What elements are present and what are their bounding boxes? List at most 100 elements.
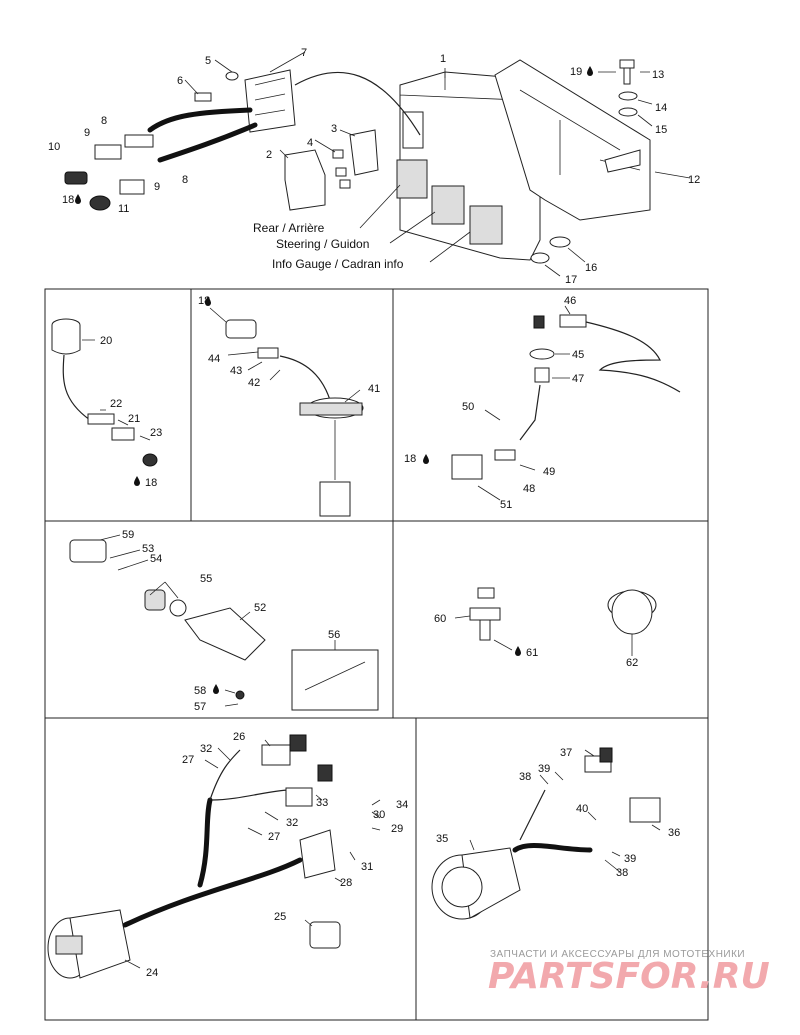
- part-label: 22: [110, 398, 122, 410]
- part-label: 37: [560, 747, 572, 759]
- part-label: 47: [572, 373, 584, 385]
- part-label: 60: [434, 613, 446, 625]
- bolt-6: [194, 92, 212, 102]
- part-label: 18: [62, 194, 74, 206]
- part-label: 26: [233, 731, 245, 743]
- part-label: 20: [100, 335, 112, 347]
- part-label: 10: [48, 141, 60, 153]
- drop-icon: [587, 66, 593, 76]
- panel-grid: [44, 288, 709, 1021]
- fuse-block: [349, 129, 379, 176]
- part-label: 9: [84, 127, 90, 139]
- part-label: 54: [150, 553, 162, 565]
- screw-head-13: [619, 59, 635, 69]
- part-label: 18: [404, 453, 416, 465]
- part-label: 18: [145, 477, 157, 489]
- drop-icon: [75, 194, 81, 204]
- plug-18: [64, 171, 88, 185]
- drop-icon: [134, 476, 140, 486]
- part-label: 1: [440, 53, 446, 65]
- part-label: 36: [668, 827, 680, 839]
- part-label: 27: [182, 754, 194, 766]
- part-label: 29: [391, 823, 403, 835]
- part-label: 19: [570, 66, 582, 78]
- part-label: 15: [655, 124, 667, 136]
- part-label: 40: [576, 803, 588, 815]
- part-label: 55: [200, 573, 212, 585]
- part-label: 24: [146, 967, 158, 979]
- part-label: 43: [230, 365, 242, 377]
- info-gauge-label: Info Gauge / Cadran info: [272, 257, 404, 271]
- part-label: 48: [523, 483, 535, 495]
- main-module-assembly: [64, 51, 691, 277]
- connector-rear: [396, 159, 428, 199]
- part-label: 25: [274, 911, 286, 923]
- panel-switch-52: 59 53 54 55 52 56 58 57: [69, 529, 379, 713]
- part-label: 11: [118, 203, 129, 215]
- panel-sensor-46: 46 45 47 50 18 49 48 51: [404, 295, 681, 511]
- nut-17: [530, 252, 550, 264]
- part-label: 52: [254, 602, 266, 614]
- clip-3: [402, 111, 424, 149]
- part-label: 42: [248, 377, 260, 389]
- cap-11: [89, 195, 111, 211]
- part-label: 21: [128, 413, 140, 425]
- connector-steering: [431, 185, 465, 225]
- watermark-tagline: ЗАПЧАСТИ И АКСЕССУАРЫ ДЛЯ МОТОТЕХНИКИ: [490, 949, 745, 960]
- part-label: 46: [564, 295, 576, 307]
- part-label: 35: [436, 833, 448, 845]
- part-label: 39: [624, 853, 636, 865]
- part-label: 45: [572, 349, 584, 361]
- part-label: 38: [616, 867, 628, 879]
- part-label: 39: [538, 763, 550, 775]
- part-label: 27: [268, 831, 280, 843]
- top-labels: 1 2 3 4 5 6 7 8 8 9 9 10 11 12 13 14 15 …: [48, 47, 700, 286]
- part-label: 30: [373, 809, 385, 821]
- part-label: 53: [142, 543, 154, 555]
- washer-15: [618, 107, 638, 117]
- part-label: 17: [565, 274, 577, 286]
- bracket: [494, 59, 651, 221]
- panel-gauge-35: 37 38 39 40 36 35 39 38: [431, 747, 680, 920]
- part-label: 49: [543, 466, 555, 478]
- panel-info-gauge-24: 26 32 27 33 34 30 29 32 27 31 28 25 24: [47, 731, 408, 979]
- part-label: 8: [182, 174, 188, 186]
- part-label: 5: [205, 55, 211, 67]
- part-label: 7: [301, 47, 307, 59]
- part-label: 31: [361, 861, 373, 873]
- part-label: 57: [194, 701, 206, 713]
- part-label: 32: [286, 817, 298, 829]
- watermark-brand: PARTSFOR.RU: [488, 956, 770, 997]
- part-label: 3: [331, 123, 337, 135]
- washer-5: [225, 71, 239, 81]
- part-label: 41: [368, 383, 380, 395]
- washer-14: [618, 91, 638, 101]
- control-unit: [244, 69, 296, 133]
- part-label: 6: [177, 75, 183, 87]
- part-label: 50: [462, 401, 474, 413]
- part-label: 56: [328, 629, 340, 641]
- washer-16: [549, 236, 571, 248]
- steering-label: Steering / Guidon: [276, 237, 369, 251]
- part-label: 9: [154, 181, 160, 193]
- part-label: 14: [655, 102, 667, 114]
- part-label: 58: [194, 685, 206, 697]
- drop-icon: [423, 454, 429, 464]
- part-label: 13: [652, 69, 664, 81]
- part-label: 44: [208, 353, 220, 365]
- part-label: 33: [316, 797, 328, 809]
- drop-icon: [205, 296, 211, 306]
- part-label: 23: [150, 427, 162, 439]
- part-label: 4: [307, 137, 313, 149]
- part-label: 32: [200, 743, 212, 755]
- panel-sensor-60: 60 61 62: [434, 587, 657, 669]
- rear-label: Rear / Arrière: [253, 221, 325, 235]
- part-label: 18: [198, 295, 210, 307]
- part-label: 28: [340, 877, 352, 889]
- part-label: 62: [626, 657, 638, 669]
- part-label: 34: [396, 799, 408, 811]
- part-label: 12: [688, 174, 700, 186]
- drop-icon: [213, 684, 219, 694]
- relay: [284, 149, 326, 211]
